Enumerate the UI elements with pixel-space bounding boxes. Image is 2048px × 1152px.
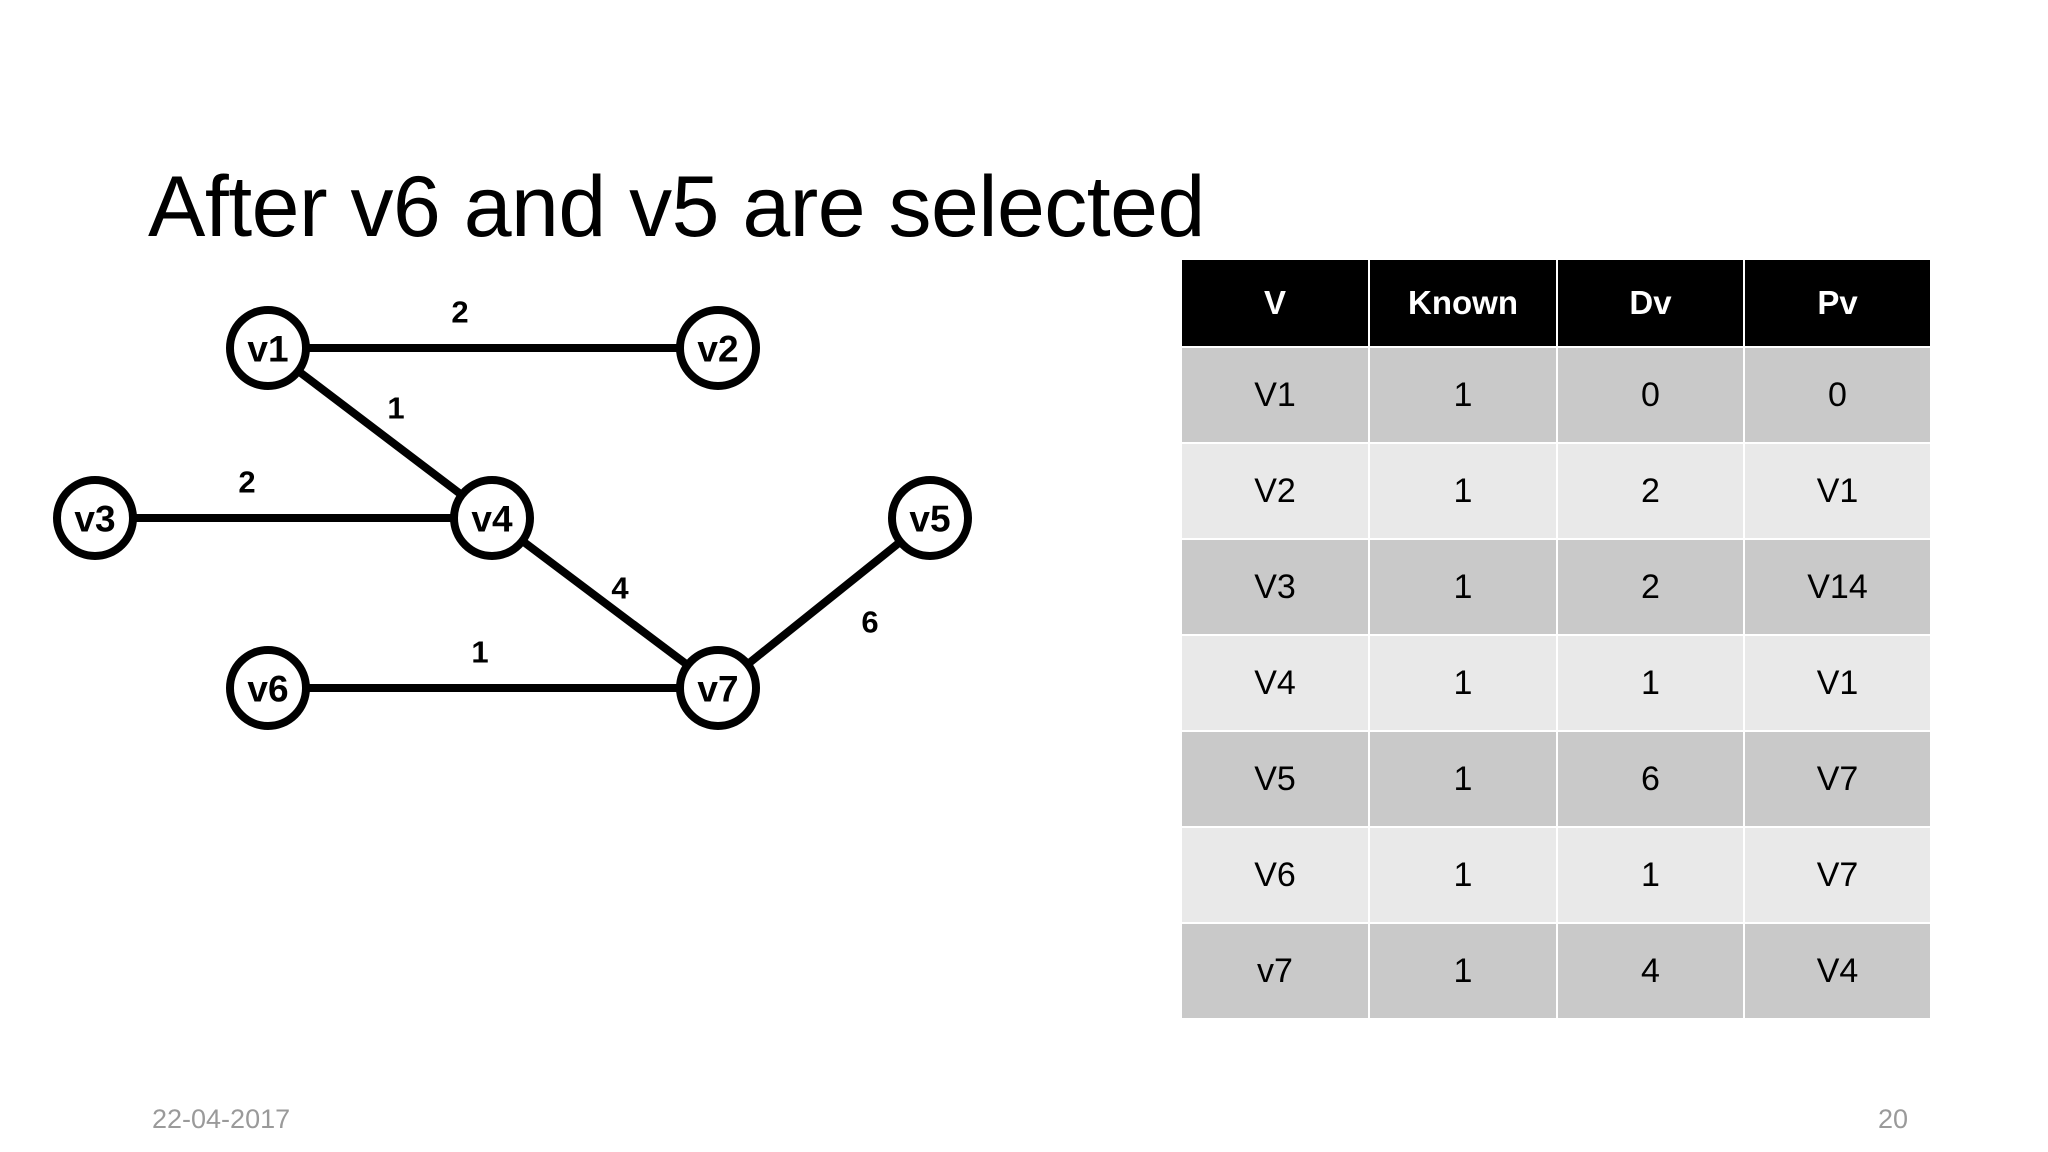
cell-known: 1 xyxy=(1370,444,1556,538)
column-header-dv: Dv xyxy=(1558,260,1743,346)
cell-dv: 1 xyxy=(1558,828,1743,922)
edge-weight-v7-v5: 6 xyxy=(861,605,878,640)
graph-weight-group: 2 1 2 4 1 6 xyxy=(238,295,878,670)
cell-dv: 0 xyxy=(1558,348,1743,442)
cell-vertex: v7 xyxy=(1182,924,1368,1018)
cell-dv: 2 xyxy=(1558,540,1743,634)
cell-vertex: V3 xyxy=(1182,540,1368,634)
graph-edge-v1-v4 xyxy=(294,366,466,500)
graph-canvas: 2 1 2 4 1 6 v1 v2 v3 v4 v5 v6 v7 xyxy=(53,295,972,730)
graph-node-v7 xyxy=(676,646,760,730)
graph-node-label-v5: v5 xyxy=(909,499,950,540)
graph-node-v4 xyxy=(450,476,534,560)
cell-pv: V4 xyxy=(1745,924,1930,1018)
cell-known: 1 xyxy=(1370,540,1556,634)
column-header-pv: Pv xyxy=(1745,260,1930,346)
footer-page-number: 20 xyxy=(1878,1104,1909,1134)
cell-known: 1 xyxy=(1370,924,1556,1018)
graph-edge-v4-v7 xyxy=(518,536,692,670)
graph-node-v3 xyxy=(53,476,137,560)
cell-vertex: V1 xyxy=(1182,348,1368,442)
graph-node-v5 xyxy=(888,476,972,560)
cell-known: 1 xyxy=(1370,732,1556,826)
footer-date: 22-04-2017 xyxy=(152,1104,291,1134)
column-header-known: Known xyxy=(1370,260,1556,346)
cell-vertex: V6 xyxy=(1182,828,1368,922)
cell-dv: 6 xyxy=(1558,732,1743,826)
table-header-row: V Known Dv Pv xyxy=(1182,260,1930,346)
graph-node-group: v1 v2 v3 v4 v5 v6 v7 xyxy=(53,306,972,730)
edge-weight-v6-v7: 1 xyxy=(471,635,488,670)
graph-node-label-v6: v6 xyxy=(247,669,288,710)
cell-vertex: V2 xyxy=(1182,444,1368,538)
graph-node-label-v1: v1 xyxy=(247,329,288,370)
cell-pv: V1 xyxy=(1745,636,1930,730)
graph-node-v6 xyxy=(226,646,310,730)
page-title: After v6 and v5 are selected xyxy=(148,158,1205,255)
cell-pv: V7 xyxy=(1745,828,1930,922)
graph-diagram: 2 1 2 4 1 6 v1 v2 v3 v4 v5 v6 v7 xyxy=(0,240,1080,800)
graph-node-label-v2: v2 xyxy=(697,329,738,370)
cell-vertex: V4 xyxy=(1182,636,1368,730)
graph-node-v2 xyxy=(676,306,760,390)
graph-node-label-v3: v3 xyxy=(74,499,115,540)
graph-node-label-v7: v7 xyxy=(697,669,738,710)
cell-pv: V1 xyxy=(1745,444,1930,538)
edge-weight-v3-v4: 2 xyxy=(238,465,255,500)
column-header-v: V xyxy=(1182,260,1368,346)
cell-dv: 2 xyxy=(1558,444,1743,538)
cell-pv: 0 xyxy=(1745,348,1930,442)
edge-weight-v4-v7: 4 xyxy=(611,571,629,606)
edge-weight-v1-v2: 2 xyxy=(451,295,468,330)
cell-dv: 1 xyxy=(1558,636,1743,730)
cell-known: 1 xyxy=(1370,828,1556,922)
cell-dv: 4 xyxy=(1558,924,1743,1018)
cell-vertex: V5 xyxy=(1182,732,1368,826)
graph-node-label-v4: v4 xyxy=(471,499,513,540)
cell-known: 1 xyxy=(1370,348,1556,442)
graph-edge-group xyxy=(131,344,905,692)
cell-known: 1 xyxy=(1370,636,1556,730)
cell-pv: V14 xyxy=(1745,540,1930,634)
edge-weight-v1-v4: 1 xyxy=(387,391,404,426)
graph-node-v1 xyxy=(226,306,310,390)
graph-edge-v7-v5 xyxy=(743,537,905,669)
cell-pv: V7 xyxy=(1745,732,1930,826)
